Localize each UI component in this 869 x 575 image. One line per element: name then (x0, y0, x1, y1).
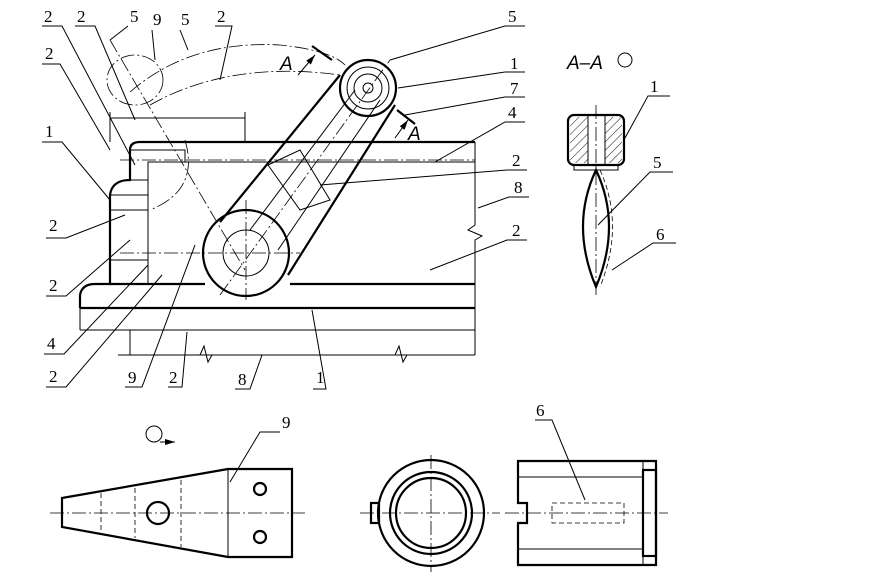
callout-label: 1 (316, 368, 325, 387)
callout-label: 2 (44, 7, 53, 26)
callout-label: 5 (508, 7, 517, 26)
callout-label: 6 (656, 225, 665, 244)
callout-label: 2 (45, 44, 54, 63)
callout-label: 2 (217, 7, 226, 26)
main-view: A A (78, 39, 484, 364)
callout-label: 1 (510, 54, 519, 73)
callout-label: 8 (514, 178, 523, 197)
callout-label: 2 (49, 367, 58, 386)
callout-label: 8 (238, 370, 247, 389)
callout-label: 5 (130, 7, 139, 26)
callout-label: 5 (181, 10, 190, 29)
lower-views: 9 6 (50, 401, 668, 572)
callout-label: 2 (49, 276, 58, 295)
callout-label: 9 (282, 413, 291, 432)
callout-label: 5 (653, 153, 662, 172)
callout-label: 6 (536, 401, 545, 420)
callout-label: 2 (512, 151, 521, 170)
section-title: A–A (566, 53, 603, 74)
callout-label: 1 (45, 122, 54, 141)
callout-label: 2 (512, 221, 521, 240)
callout-label: 9 (153, 10, 162, 29)
rotate-icon (145, 425, 163, 443)
callout-label: 9 (128, 368, 137, 387)
callout-label: 2 (77, 7, 86, 26)
callouts: 2 2 5 9 5 2 5 1 7 4 2 8 2 2 1 2 2 4 2 9 … (42, 7, 529, 390)
callout-label: 4 (47, 334, 56, 353)
section-mark-a: A (279, 54, 293, 75)
callout-label: 2 (49, 216, 58, 235)
callout-label: 7 (510, 79, 519, 98)
section-mark-a: A (407, 124, 421, 145)
section-view-a-a: A–A 1 5 6 (566, 52, 676, 295)
rotate-icon (617, 52, 633, 68)
callout-label: 2 (169, 368, 178, 387)
callout-label: 4 (508, 103, 517, 122)
callout-label: 1 (650, 77, 659, 96)
